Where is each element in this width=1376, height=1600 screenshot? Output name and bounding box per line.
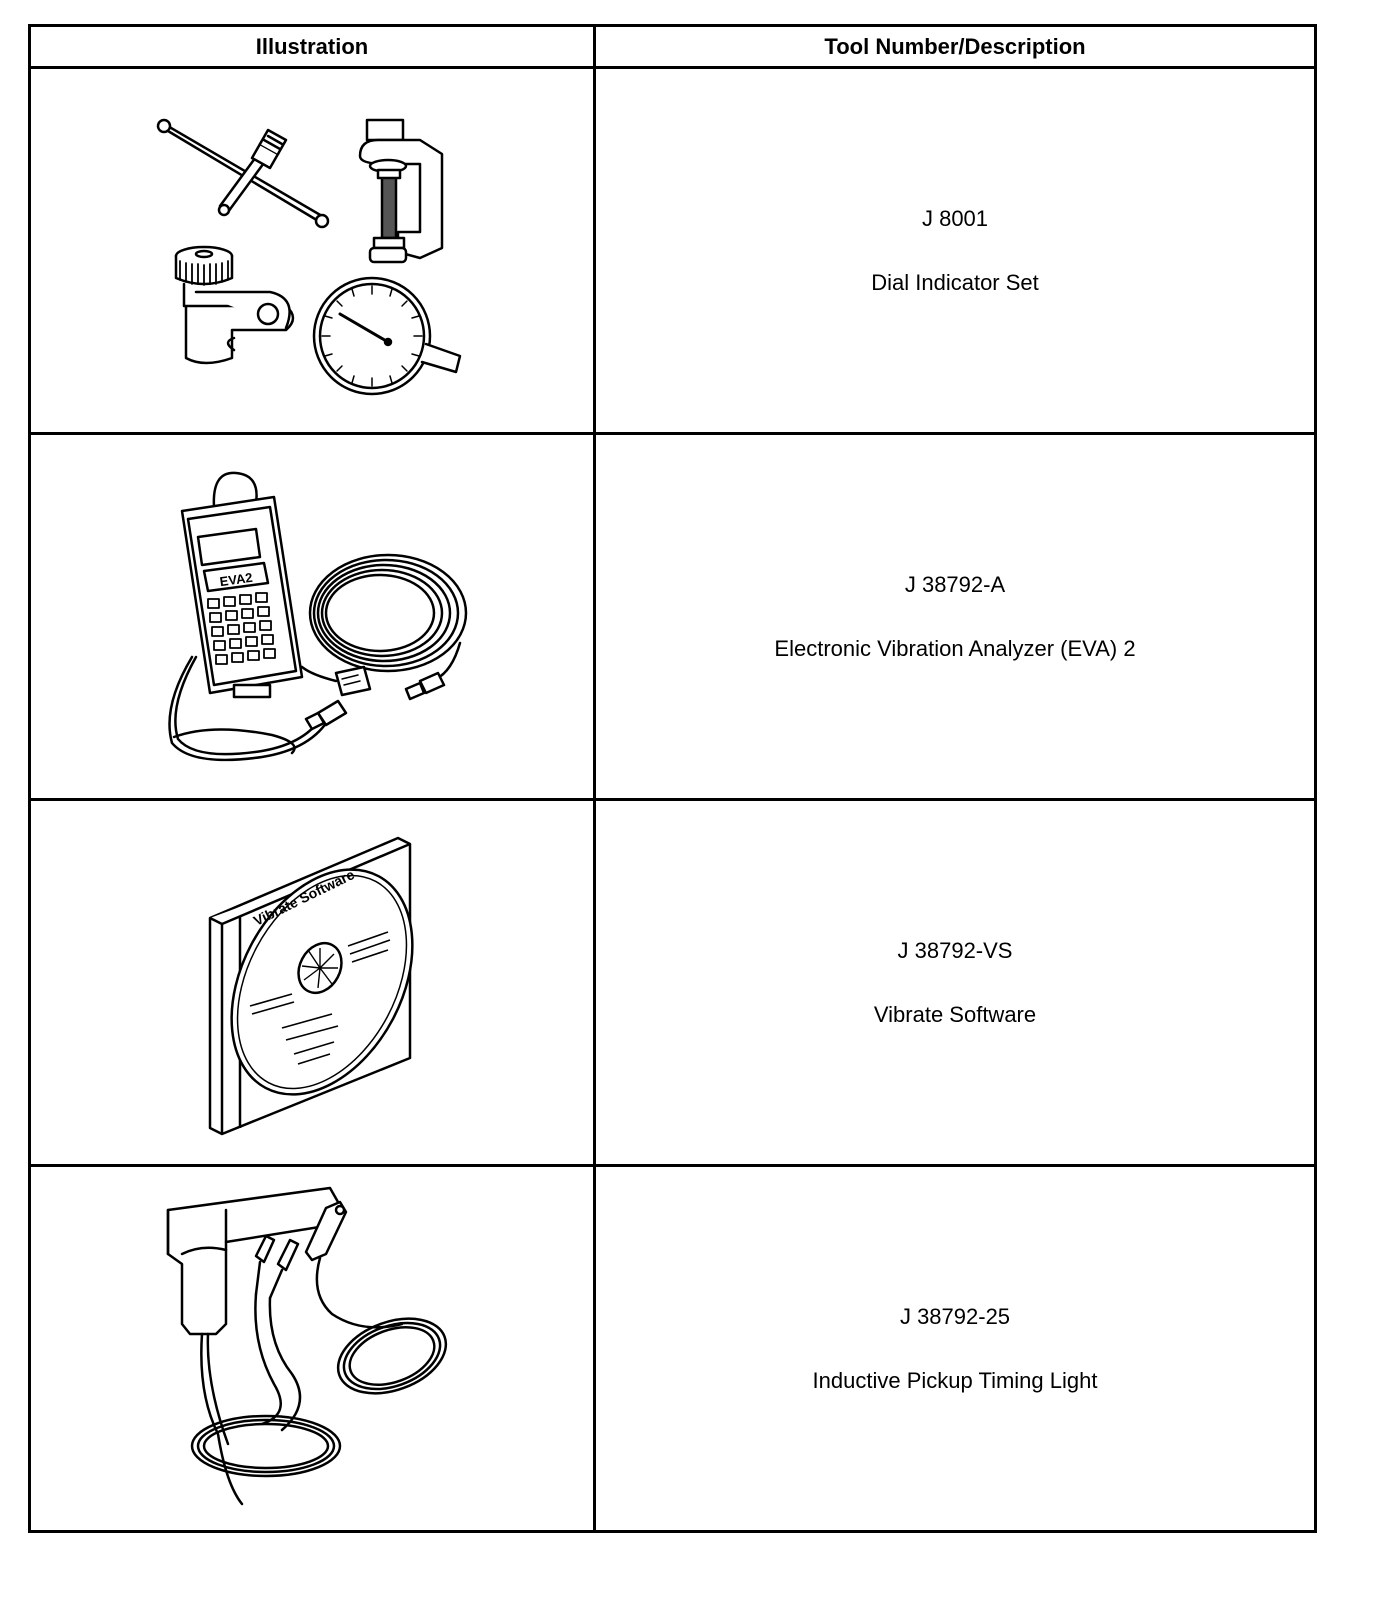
vibration-analyzer-icon: EVA2 — [152, 467, 472, 767]
tool-description: Inductive Pickup Timing Light — [812, 1367, 1098, 1393]
tool-description: Dial Indicator Set — [871, 269, 1039, 295]
tool-number: J 8001 — [921, 205, 989, 231]
description-cell: J 38792-25 Inductive Pickup Timing Light — [593, 1164, 1317, 1533]
tool-description: Electronic Vibration Analyzer (EVA) 2 — [774, 635, 1136, 661]
table-row: EVA2 — [28, 432, 1317, 801]
header-illustration: Illustration — [28, 24, 596, 69]
illustration-cell: EVA2 — [28, 432, 596, 801]
header-tool-number-description: Tool Number/Description — [593, 24, 1317, 69]
table-row: J 38792-25 Inductive Pickup Timing Light — [28, 1164, 1317, 1533]
tool-description: Vibrate Software — [873, 1001, 1037, 1027]
dial-indicator-set-icon — [152, 106, 472, 396]
table-row: Vibrate Software J 38792-VS Vibrate Soft… — [28, 798, 1317, 1167]
timing-light-icon — [162, 1184, 462, 1514]
tool-number: J 38792-A — [904, 571, 1006, 597]
tool-number: J 38792-VS — [897, 937, 1013, 963]
table-row: J 8001 Dial Indicator Set — [28, 66, 1317, 435]
header-row: Illustration Tool Number/Description — [28, 24, 1317, 69]
software-cd-icon: Vibrate Software — [202, 828, 422, 1138]
description-cell: J 38792-A Electronic Vibration Analyzer … — [593, 432, 1317, 801]
illustration-cell — [28, 66, 596, 435]
special-tools-table: Illustration Tool Number/Description — [28, 24, 1317, 1533]
illustration-cell: Vibrate Software — [28, 798, 596, 1167]
description-cell: J 38792-VS Vibrate Software — [593, 798, 1317, 1167]
illustration-cell — [28, 1164, 596, 1533]
description-cell: J 8001 Dial Indicator Set — [593, 66, 1317, 435]
device-label: EVA2 — [219, 569, 254, 588]
tool-number: J 38792-25 — [899, 1303, 1011, 1329]
